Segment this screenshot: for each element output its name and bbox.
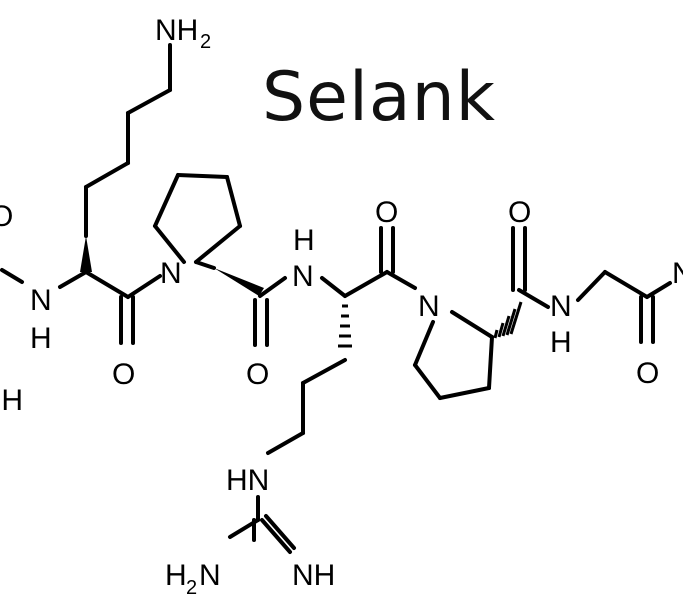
atom-nh-arg-h: H <box>293 224 315 257</box>
atom-o-arg: O <box>375 196 398 229</box>
atom-o-pro1: O <box>246 358 269 391</box>
glycine-segment <box>576 270 672 344</box>
atom-nh-arg-n: N <box>292 260 314 293</box>
atom-h2n-guan-n: N <box>199 559 221 592</box>
atom-nh-gly-h: H <box>550 326 572 359</box>
hashed-bond-arg <box>338 304 352 348</box>
pro2-carbonyl <box>511 226 550 309</box>
atom-nh-guan: NH <box>292 559 335 592</box>
atom-oh-left: OH <box>0 384 23 417</box>
atom-labels: NH 2 O N H O OH N O H N O N O N H O N HN… <box>0 14 683 599</box>
atom-o-left: O <box>112 358 135 391</box>
wedge-bond-pro1 <box>214 268 264 296</box>
atom-nh2-top: NH <box>155 14 198 47</box>
atom-nh2-top-sub: 2 <box>200 31 211 53</box>
arginine-backbone <box>320 226 417 298</box>
wedge-bond-lys <box>80 236 92 272</box>
proline-ring-1 <box>153 173 242 264</box>
atom-n-right: N <box>672 257 683 290</box>
atom-nh-gly-n: N <box>550 290 572 323</box>
atom-nh-left-n: N <box>30 284 52 317</box>
diagram-title: Selank <box>262 58 496 137</box>
lysine-side-chain <box>84 43 172 238</box>
pro1-carbonyl <box>253 276 287 347</box>
hashed-bond-pro2 <box>493 301 523 339</box>
arginine-side-chain <box>228 358 347 554</box>
left-backbone <box>0 268 162 345</box>
atom-hn-guan: HN <box>226 464 269 497</box>
atom-o-edge-left: O <box>0 200 13 233</box>
atom-h2n-guan-h: H <box>165 559 187 592</box>
atom-nh-left-h: H <box>30 322 52 355</box>
atom-o-gly: O <box>636 357 659 390</box>
proline-ring-2 <box>413 310 494 400</box>
atom-o-pro2: O <box>508 196 531 229</box>
atom-h2n-guan-sub: 2 <box>186 577 197 599</box>
atom-n-pro1: N <box>160 257 182 290</box>
atom-n-pro2: N <box>418 290 440 323</box>
